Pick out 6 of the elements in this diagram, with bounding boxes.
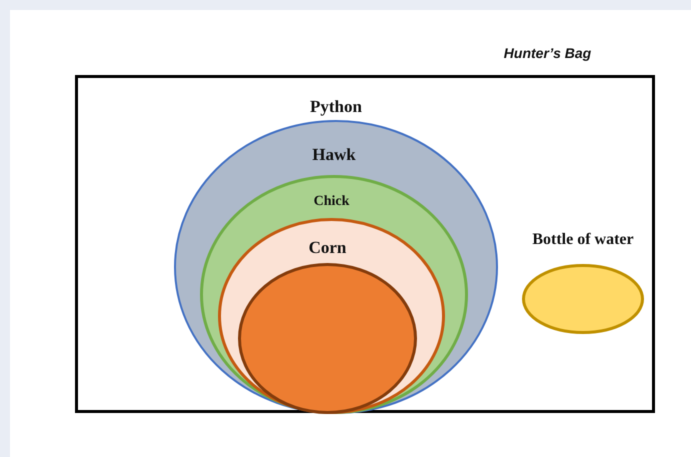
node-label: Bottle of water bbox=[531, 230, 635, 250]
node-label: Python bbox=[309, 97, 363, 117]
node-label: Chick bbox=[312, 193, 350, 211]
node-label: Hawk bbox=[311, 145, 357, 165]
node-label: Corn bbox=[308, 238, 348, 258]
node-label: Hunter’s Bag bbox=[502, 44, 592, 63]
